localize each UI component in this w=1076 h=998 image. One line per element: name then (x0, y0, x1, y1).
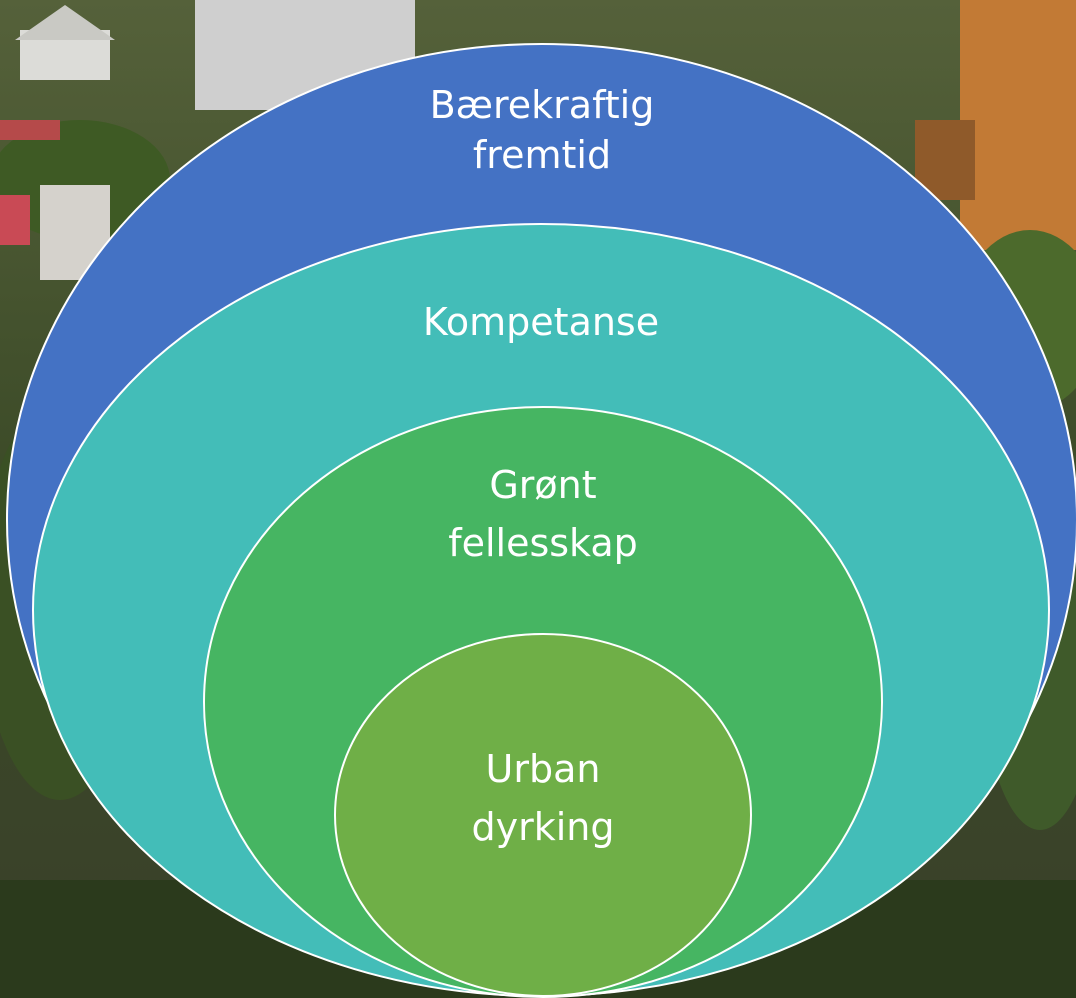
layer-green-community-label: Grønt (489, 463, 596, 507)
layer-urban-farming (334, 633, 752, 997)
layer-green-community-label: fellesskap (448, 521, 638, 565)
layer-sustainable-future-label: fremtid (473, 133, 611, 177)
layer-urban-farming-label: Urban (486, 747, 601, 791)
layer-urban-farming-label: dyrking (471, 805, 614, 849)
layer-sustainable-future-label: Bærekraftig (430, 83, 655, 127)
layer-competence-label: Kompetanse (423, 300, 659, 344)
